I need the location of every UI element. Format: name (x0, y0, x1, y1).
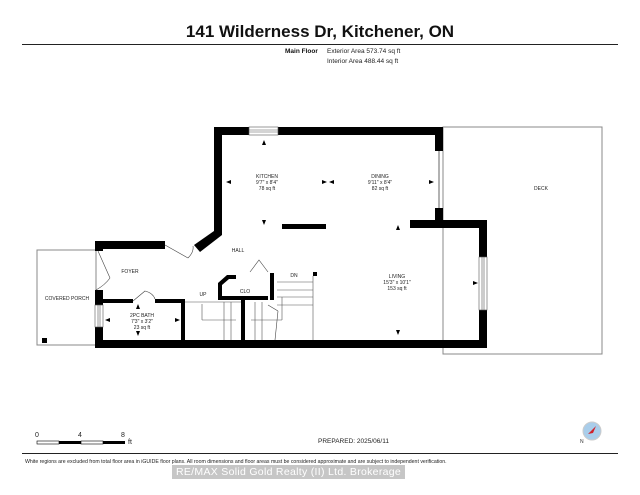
room-label-kitchen: KITCHEN 9'7" x 8'4" 78 sq ft (256, 174, 278, 192)
walls (95, 127, 487, 348)
room-label-deck: DECK (534, 186, 548, 192)
room-dims: 15'3" x 10'1" (383, 280, 411, 286)
prepared-date: PREPARED: 2025/06/11 (318, 438, 389, 445)
room-label-foyer: FOYER (121, 269, 139, 275)
stairs (185, 276, 314, 340)
room-dims: 7'3" x 3'2" (131, 319, 153, 325)
stairs-up-label: UP (199, 292, 207, 298)
room-dims: 9'11" x 8'4" (367, 180, 393, 186)
brokerage-watermark: RE/MAX Solid Gold Realty (II) Ltd. Broke… (172, 465, 406, 479)
room-area: 82 sq ft (371, 186, 389, 192)
room-label-bath: 2PC BATH 7'3" x 3'2" 23 sq ft (130, 313, 154, 331)
room-label-closet: CLO (239, 289, 251, 295)
room-label-porch: COVERED PORCH (44, 296, 90, 302)
scale-bar (36, 440, 125, 445)
room-area: 78 sq ft (258, 186, 276, 192)
interior-area: Interior Area 488.44 sq ft (327, 58, 399, 65)
room-name: KITCHEN (256, 174, 278, 180)
stairs-down-label: DN (290, 273, 298, 279)
footer-divider (22, 453, 618, 454)
room-name: 2PC BATH (129, 313, 155, 319)
scale-tick-4: 4 (78, 432, 82, 439)
exterior-area: Exterior Area 573.74 sq ft (327, 48, 401, 55)
property-address-title: 141 Wilderness Dr, Kitchener, ON (185, 22, 455, 41)
scale-tick-8: 8 (121, 432, 125, 439)
deck-outline (442, 126, 603, 355)
room-area: 153 sq ft (387, 286, 407, 292)
room-area: 23 sq ft (133, 325, 151, 331)
room-label-hall: HALL (231, 248, 245, 254)
floor-name: Main Floor (285, 48, 318, 55)
header-divider (22, 44, 618, 45)
room-label-living: LIVING 15'3" x 10'1" 153 sq ft (383, 274, 410, 292)
room-label-dining: DINING 9'11" x 8'4" 82 sq ft (368, 174, 392, 192)
svg-text:N: N (580, 439, 584, 444)
scale-unit: ft (128, 439, 132, 446)
disclaimer-text: White regions are excluded from total fl… (25, 459, 447, 465)
compass-icon: N (580, 421, 602, 444)
room-name: LIVING (388, 274, 406, 280)
room-dims: 9'7" x 8'4" (256, 180, 278, 186)
scale-tick-0: 0 (35, 432, 39, 439)
room-name: DINING (371, 174, 389, 180)
